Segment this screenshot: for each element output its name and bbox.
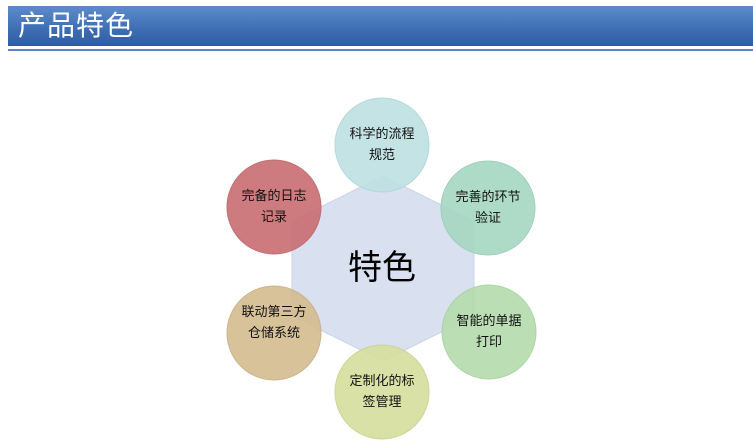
feature-label-1: 科学的流程规范 (349, 127, 415, 163)
title-bar: 产品特色 (8, 6, 753, 46)
feature-circle-4 (334, 344, 430, 440)
feature-circle-1 (334, 97, 430, 193)
feature-label-6: 完备的日志记录 (241, 189, 307, 225)
feature-circle-6 (226, 159, 322, 255)
feature-circle-2 (440, 160, 536, 256)
feature-label-5: 联动第三方仓储系统 (241, 305, 307, 341)
feature-label-3: 智能的单据打印 (456, 314, 522, 350)
feature-circle-3 (441, 284, 537, 380)
feature-label-4: 定制化的标签管理 (349, 374, 415, 410)
title-divider (8, 49, 753, 51)
center-label: 特色 (348, 248, 416, 288)
feature-label-2: 完善的环节验证 (455, 190, 521, 226)
page-title: 产品特色 (18, 9, 135, 42)
feature-circle-5 (226, 285, 322, 381)
